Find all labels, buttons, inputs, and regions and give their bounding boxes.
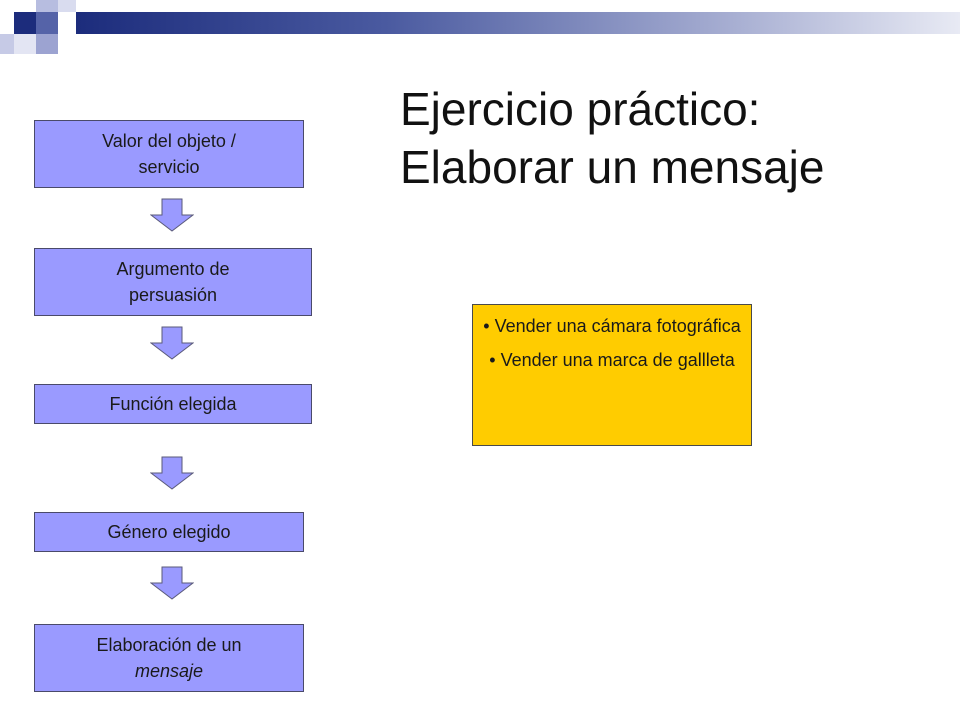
title-bar-decoration — [76, 12, 960, 34]
bullet: • — [489, 350, 496, 370]
decor-square — [58, 0, 76, 12]
decor-square — [0, 34, 14, 54]
list-item-text: Vender una cámara fotográfica — [494, 316, 741, 336]
decor-square — [14, 12, 36, 34]
title-line: Ejercicio práctico: — [400, 83, 761, 135]
down-arrow-icon — [150, 326, 194, 360]
decor-square — [36, 12, 58, 34]
decor-square — [36, 0, 58, 12]
corner-decoration — [0, 0, 76, 54]
flow-step-line: Función elegida — [109, 394, 237, 414]
title-line: Elaborar un mensaje — [400, 141, 825, 193]
list-item: • Vender una cámara fotográfica — [473, 313, 751, 339]
flow-step-line: persuasión — [128, 285, 218, 305]
flow-step-line: Elaboración de un — [96, 635, 242, 655]
down-arrow-icon — [150, 566, 194, 600]
flow-step-genero: Género elegido — [34, 512, 304, 552]
bullet: • — [483, 316, 490, 336]
flow-step-line: Género elegido — [107, 522, 231, 542]
down-arrow-icon — [150, 198, 194, 232]
flow-step-funcion: Función elegida — [34, 384, 312, 424]
flow-step-argumento: Argumento de persuasión — [34, 248, 312, 316]
page-title: Ejercicio práctico: Elaborar un mensaje — [400, 80, 940, 196]
flow-step-line: Argumento de — [116, 259, 230, 279]
flow-step-valor: Valor del objeto / servicio — [34, 120, 304, 188]
decor-square — [36, 34, 58, 54]
decor-square — [14, 34, 36, 54]
exercise-options-box: • Vender una cámara fotográfica • Vender… — [472, 304, 752, 446]
flow-step-line-italic: mensaje — [134, 661, 204, 681]
down-arrow-icon — [150, 456, 194, 490]
flow-step-line: Valor del objeto / — [102, 131, 236, 151]
flow-step-elaboracion: Elaboración de un mensaje — [34, 624, 304, 692]
list-item-text: Vender una marca de gallleta — [500, 350, 735, 370]
list-item: • Vender una marca de gallleta — [473, 347, 751, 373]
flow-step-line: servicio — [138, 157, 200, 177]
